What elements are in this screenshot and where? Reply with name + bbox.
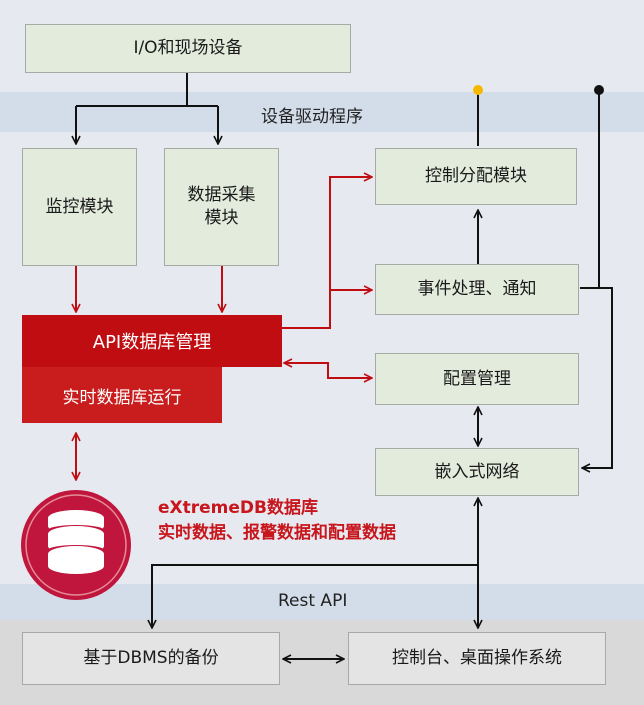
database-name: eXtremeDB数据库 <box>158 498 318 518</box>
console-desktop-label: 控制台、桌面操作系统 <box>392 648 562 669</box>
embedded-network-box: 嵌入式网络 <box>375 448 579 496</box>
data-collect-module-label: 数据采集模块 <box>187 185 256 228</box>
dbms-backup-label: 基于DBMS的备份 <box>83 648 219 669</box>
io-devices-box: I/O和现场设备 <box>25 24 351 73</box>
database-icon <box>21 490 131 600</box>
monitor-module-label: 监控模块 <box>45 196 114 217</box>
event-notify-label: 事件处理、通知 <box>417 279 537 300</box>
monitor-module-box: 监控模块 <box>22 148 137 266</box>
yellow-dot <box>473 85 483 95</box>
driver-band <box>0 92 644 132</box>
realtime-db-runtime-block: 实时数据库运行 <box>22 367 222 423</box>
api-config-arrow <box>284 363 372 378</box>
event-notify-box: 事件处理、通知 <box>375 264 579 315</box>
dbms-backup-box: 基于DBMS的备份 <box>22 632 280 685</box>
api-db-management-label: API数据库管理 <box>92 332 212 353</box>
control-dist-module-label: 控制分配模块 <box>425 166 527 187</box>
realtime-db-runtime-label: 实时数据库运行 <box>62 387 182 408</box>
driver-band-label: 设备驱动程序 <box>261 107 363 127</box>
control-dist-module-box: 控制分配模块 <box>375 148 577 205</box>
network-to-backup-arrow <box>152 564 478 628</box>
config-management-box: 配置管理 <box>375 353 579 405</box>
api-to-control-arrow <box>282 177 372 329</box>
api-db-management-block: API数据库管理 <box>22 315 282 367</box>
database-caption: eXtremeDB数据库 实时数据、报警数据和配置数据 <box>158 496 396 545</box>
config-management-label: 配置管理 <box>443 368 511 389</box>
console-desktop-box: 控制台、桌面操作系统 <box>348 632 606 685</box>
io-split-connector <box>76 73 218 144</box>
rest-api-label: Rest API <box>278 591 348 611</box>
event-to-network-arrow <box>580 287 613 468</box>
io-devices-label: I/O和现场设备 <box>133 38 243 59</box>
database-contents: 实时数据、报警数据和配置数据 <box>158 522 396 543</box>
data-collect-module-box: 数据采集模块 <box>164 148 279 266</box>
embedded-network-label: 嵌入式网络 <box>434 461 520 482</box>
